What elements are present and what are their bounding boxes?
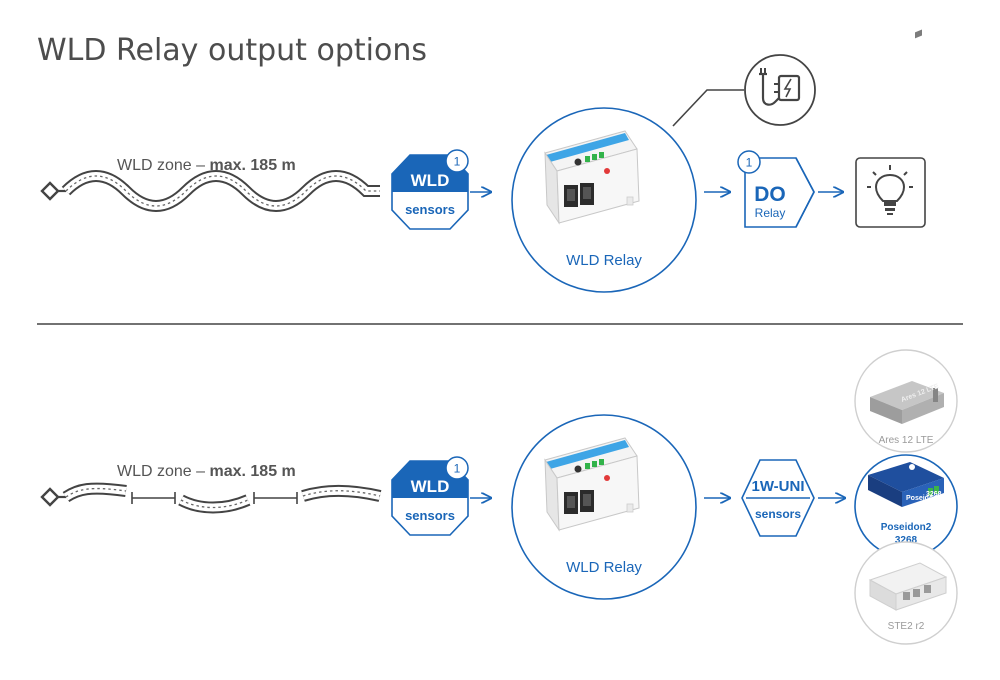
uni-subtitle: sensors: [755, 507, 801, 521]
do-title: DO: [754, 183, 786, 206]
top-relay-node: WLD Relay: [511, 107, 697, 293]
do-subtitle: Relay: [755, 206, 786, 220]
uni-title: 1W-UNI: [751, 478, 804, 495]
top-zone-start-diamond-icon: [40, 181, 66, 201]
bottom-cable-segment-1: [62, 482, 127, 503]
poseidon-caption-line1: Poseidon2: [881, 522, 932, 533]
power-adapter-icon: [744, 54, 816, 126]
do-badge: 1: [737, 150, 761, 174]
poseidon-caption-line2: 3268: [895, 535, 918, 546]
svg-text:1: 1: [454, 462, 461, 476]
light-bulb-icon: [855, 157, 926, 228]
device-ste2-r2: STE2 r2: [854, 541, 958, 645]
ares-caption: Ares 12 LTE: [879, 435, 934, 446]
poseidon-device-label: Poseidon2: [906, 495, 942, 502]
uni-sensors-node: 1W-UNI sensors: [741, 459, 815, 537]
page-title: WLD Relay output options: [37, 33, 427, 68]
svg-text:1: 1: [746, 156, 753, 170]
svg-text:1: 1: [454, 155, 461, 169]
top-relay-caption: WLD Relay: [566, 252, 642, 269]
top-wld-sensors-subtitle: sensors: [405, 202, 455, 217]
bottom-wld-zone: WLD zone – max. 185 m: [40, 463, 382, 514]
top-zone-label: WLD zone – max. 185 m: [117, 157, 296, 174]
bottom-wld-sensors-node: WLD sensors: [391, 460, 469, 536]
bottom-wld-sensors-subtitle: sensors: [405, 508, 455, 523]
top-wld-sensors-node: WLD sensors: [391, 154, 469, 230]
bottom-relay-caption: WLD Relay: [566, 559, 642, 576]
top-wavy-cable: [61, 170, 380, 212]
ste2-caption: STE2 r2: [888, 621, 925, 632]
bottom-zone-label: WLD zone – max. 185 m: [117, 463, 296, 480]
bottom-wld-badge: 1: [445, 456, 469, 480]
top-power-line: [672, 89, 744, 127]
top-wld-sensors-title: WLD: [411, 171, 450, 190]
bottom-relay-node: WLD Relay: [511, 414, 697, 600]
top-wld-badge: 1: [445, 149, 469, 173]
poseidon-device-model: 3268: [926, 491, 942, 498]
top-wld-zone: WLD zone – max. 185 m: [40, 157, 380, 212]
do-relay-node: DO Relay: [744, 157, 815, 228]
bottom-cable-segment-2: [178, 494, 251, 514]
device-poseidon2-3268: Poseidon2 3268 Poseidon2 3268: [854, 454, 958, 558]
bottom-zone-start-diamond-icon: [40, 487, 66, 507]
bottom-wld-sensors-title: WLD: [411, 477, 450, 496]
bottom-cable-segment-3: [301, 484, 382, 502]
device-ares-12-lte: Ares 12 LTE Ares 12 LTE: [854, 29, 958, 453]
